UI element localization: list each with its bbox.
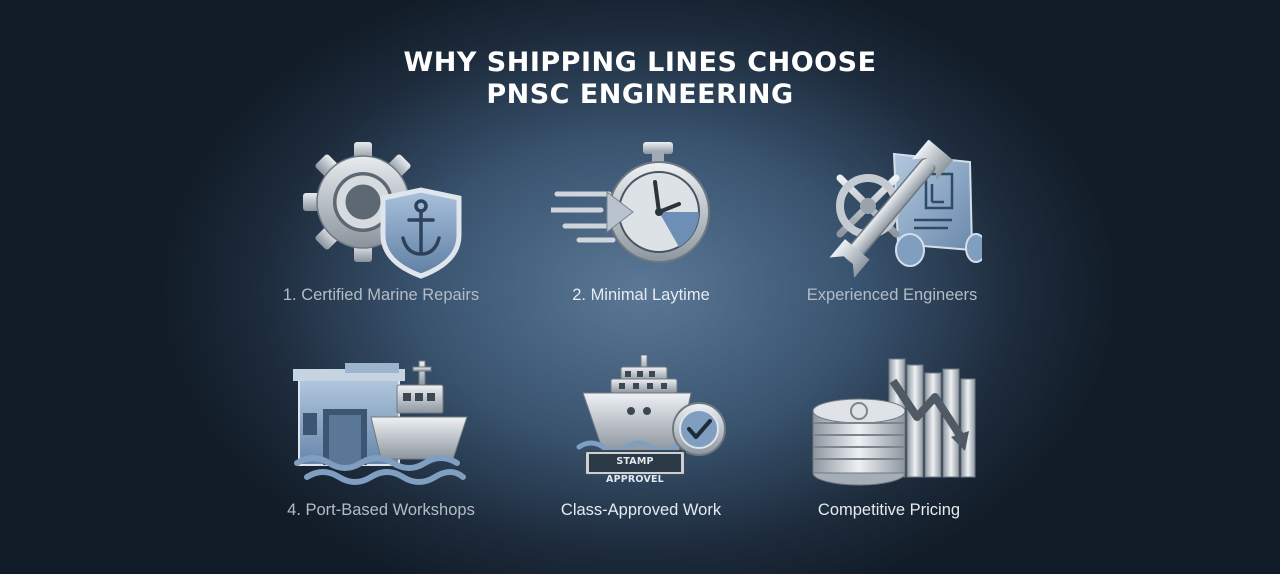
gear-anchor-shield-icon — [303, 142, 462, 279]
feature-certified-repairs: 1. Certified Marine Repairs — [251, 140, 511, 330]
feature-experienced-engineers: Experienced Engineers — [762, 140, 1022, 330]
feature-label: Competitive Pricing — [817, 501, 961, 519]
feature-label: Class-Approved Work — [560, 501, 722, 519]
feature-label: 1. Certified Marine Repairs — [282, 286, 480, 304]
feature-port-workshops: 4. Port-Based Workshops — [251, 355, 511, 545]
wrench-helm-blueprint-icon — [824, 140, 982, 279]
feature-competitive-pricing: Competitive Pricing — [759, 355, 1019, 545]
feature-label: 4. Port-Based Workshops — [287, 501, 475, 519]
approved-ship-icon — [576, 355, 726, 476]
workshop-ship-icon — [293, 360, 468, 485]
page-title-line-2: PNSC ENGINEERING — [486, 79, 794, 110]
feature-class-approved: STAMP APPROVEL Class-Approved Work — [511, 355, 771, 545]
coins-chart-icon — [812, 358, 976, 486]
stopwatch-icon — [551, 142, 710, 263]
feature-label: Experienced Engineers — [806, 286, 978, 304]
page-title-line-1: WHY SHIPPING LINES CHOOSE — [403, 47, 877, 78]
feature-minimal-laytime: 2. Minimal Laytime — [511, 140, 771, 330]
feature-label: 2. Minimal Laytime — [572, 286, 710, 304]
stamp-text: STAMP APPROVEL — [606, 456, 664, 485]
